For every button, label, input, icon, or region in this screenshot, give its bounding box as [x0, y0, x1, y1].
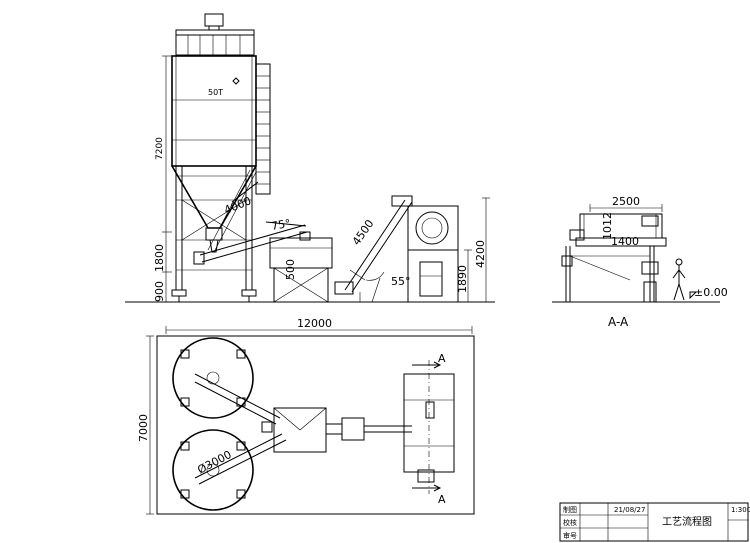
tb-drawing-title: 工艺流程图: [662, 515, 712, 528]
dim-screw-4000: 4000: [222, 194, 253, 217]
section-a-a-view: 2500 1400 1012 ±0.00 A-A: [552, 195, 728, 329]
angle-55: 55°: [391, 275, 411, 288]
tb-scale: 1:300: [731, 506, 750, 514]
title-block: 制图 校核 审号 21/08/27 工艺流程图 1:300: [559, 502, 750, 542]
dim-conveyor-4500: 4500: [350, 217, 377, 247]
dim-4200: 4200: [474, 240, 487, 268]
section-dim-1012: 1012: [601, 212, 614, 240]
section-level: ±0.00: [694, 286, 728, 299]
angle-75: 75°: [270, 217, 291, 233]
dim-leg-900: 900: [153, 281, 166, 302]
tb-row1-label: 制图: [563, 505, 577, 514]
dim-silo-height: 7200: [155, 137, 165, 160]
tb-row2-label: 校核: [563, 518, 577, 527]
section-mark-bottom: A: [438, 493, 446, 506]
silo-capacity-label: 50T: [208, 88, 223, 97]
elevation-view: 50T: [125, 13, 495, 303]
dim-500: 500: [284, 259, 297, 280]
plan-dim-length: 12000: [297, 317, 332, 330]
section-dim-1400: 1400: [611, 235, 639, 248]
tb-row3-label: 审号: [563, 531, 577, 540]
dim-1890: 1890: [456, 265, 469, 293]
plan-silo-diameter: Ø3000: [195, 448, 233, 477]
section-mark-top: A: [438, 352, 446, 365]
tb-date: 21/08/27: [614, 506, 645, 514]
section-dim-2500: 2500: [612, 195, 640, 208]
plan-view: 12000 7000 Ø3000: [137, 317, 475, 515]
dim-leg-1800: 1800: [153, 244, 166, 272]
section-title: A-A: [608, 315, 629, 329]
plan-dim-width: 7000: [137, 414, 150, 442]
